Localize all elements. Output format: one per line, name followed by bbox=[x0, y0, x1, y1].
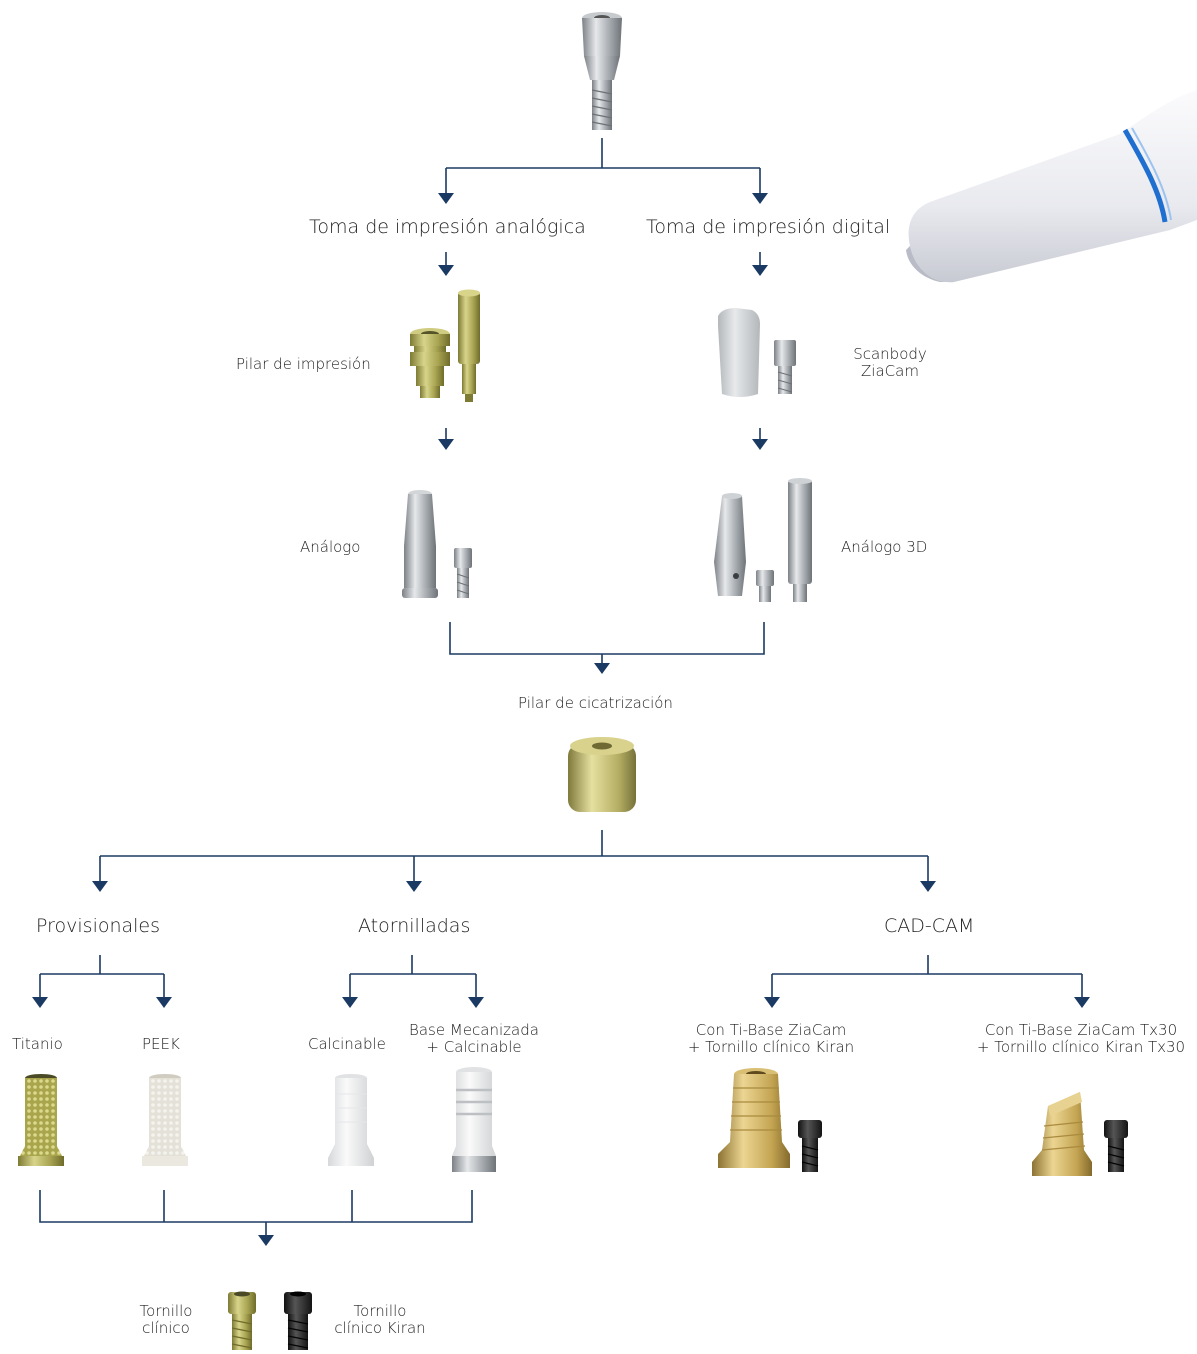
impression-post-label: Pilar de impresión bbox=[236, 355, 371, 373]
atornilladas-label: Atornilladas bbox=[358, 915, 471, 937]
scanbody-image bbox=[718, 308, 796, 397]
calcinable-label: Calcinable bbox=[308, 1035, 386, 1053]
ti-base-ziacam-tx30-image bbox=[1032, 1092, 1128, 1176]
ti-base-label: Con Ti-Base ZiaCam + Tornillo clínico Ki… bbox=[687, 1021, 855, 1057]
peek-label: PEEK bbox=[142, 1035, 180, 1053]
impression-post-image bbox=[410, 289, 480, 402]
scanbody-label: Scanbody ZiaCam bbox=[853, 345, 927, 381]
calcinable-image bbox=[328, 1074, 374, 1166]
analog-3d-image bbox=[714, 478, 812, 602]
cad-cam-label: CAD-CAM bbox=[884, 915, 975, 937]
kiran-clinical-screw-label: Tornillo clínico Kiran bbox=[334, 1302, 426, 1338]
titanio-label: Titanio bbox=[12, 1035, 63, 1053]
clinical-screw-image bbox=[228, 1291, 256, 1350]
provisionales-label: Provisionales bbox=[36, 915, 161, 937]
digital-impression-label: Toma de impresión digital bbox=[646, 216, 891, 238]
transepithelial-abutment-image bbox=[582, 12, 622, 130]
machined-base-calcinable-image bbox=[452, 1067, 496, 1172]
analog-image bbox=[402, 490, 472, 598]
titanium-temporary-image bbox=[18, 1074, 64, 1166]
base-mecanizada-label: Base Mecanizada + Calcinable bbox=[409, 1021, 539, 1057]
peek-temporary-image bbox=[142, 1074, 188, 1166]
analog-label: Análogo bbox=[300, 538, 361, 556]
intraoral-scanner-image bbox=[906, 90, 1197, 283]
ti-base-tx30-label: Con Ti-Base ZiaCam Tx30 + Tornillo clíni… bbox=[976, 1021, 1186, 1057]
kiran-clinical-screw-image bbox=[284, 1291, 312, 1350]
ti-base-ziacam-image bbox=[718, 1068, 822, 1172]
healing-abutment-label: Pilar de cicatrización bbox=[518, 694, 673, 712]
clinical-screw-label: Tornillo clínico bbox=[139, 1302, 193, 1338]
analog-impression-label: Toma de impresión analógica bbox=[309, 216, 586, 238]
analog-3d-label: Análogo 3D bbox=[841, 538, 928, 556]
healing-abutment-image bbox=[568, 737, 636, 812]
